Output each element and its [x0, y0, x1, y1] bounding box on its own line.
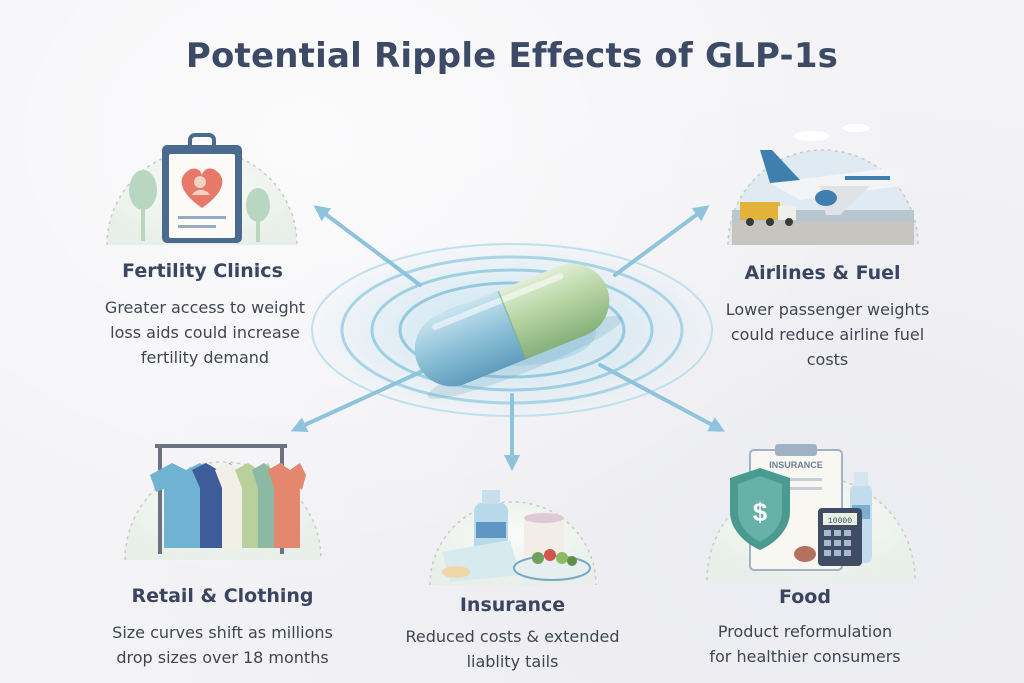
retail-title: Retail & Clothing	[131, 585, 314, 607]
arrow-retail	[290, 368, 427, 432]
insurance-title: Insurance	[459, 594, 566, 616]
fertility-desc-line-3: fertility demand	[140, 348, 270, 367]
clipboard-heart-icon	[106, 133, 298, 246]
insurance-desc-line-1: Reduced costs & extended	[405, 627, 620, 646]
arrow-food	[598, 363, 726, 432]
page-title: Potential Ripple Effects of GLP-1s	[185, 36, 839, 76]
insurance-desc-line-2: liablity tails	[466, 652, 559, 671]
clothing-rack-icon	[124, 444, 322, 561]
fertility-desc-line-2: loss aids could increase	[110, 323, 300, 342]
insurance-description: Reduced costs & extended liablity tails	[395, 624, 630, 674]
retail-desc-line-1: Size curves shift as millions	[112, 623, 333, 642]
fertility-desc-line-1: Greater access to weight	[104, 298, 306, 317]
airlines-desc-line-1: Lower passenger weights	[725, 300, 930, 319]
arrow-airlines	[613, 205, 710, 277]
airlines-desc-line-3: costs	[806, 350, 849, 369]
retail-desc-line-2: drop sizes over 18 months	[116, 648, 329, 667]
calculator-display: 10000	[828, 517, 852, 526]
arrow-fertility	[313, 205, 422, 287]
airplane-fuel-truck-icon	[727, 124, 919, 246]
retail-description: Size curves shift as millions drop sizes…	[95, 620, 350, 670]
food-and-water-icon	[429, 490, 597, 586]
insurance-shield-calculator-icon: INSURANCE $ 10000	[706, 444, 916, 581]
airlines-desc-line-2: could reduce airline fuel	[730, 325, 925, 344]
arrows	[290, 205, 726, 471]
fertility-title: Fertility Clinics	[122, 260, 283, 282]
fertility-description: Greater access to weight loss aids could…	[80, 295, 330, 370]
svg-text:$: $	[753, 497, 768, 527]
food-desc-line-2: for healthier consumers	[709, 647, 901, 666]
airlines-title: Airlines & Fuel	[744, 262, 901, 284]
pill-icon	[414, 263, 623, 399]
form-heading: INSURANCE	[769, 460, 823, 470]
food-desc-line-1: Product reformulation	[717, 622, 893, 641]
food-title: Food	[779, 586, 831, 608]
food-description: Product reformulation for healthier cons…	[695, 619, 915, 669]
airlines-description: Lower passenger weights could reduce air…	[705, 297, 950, 372]
